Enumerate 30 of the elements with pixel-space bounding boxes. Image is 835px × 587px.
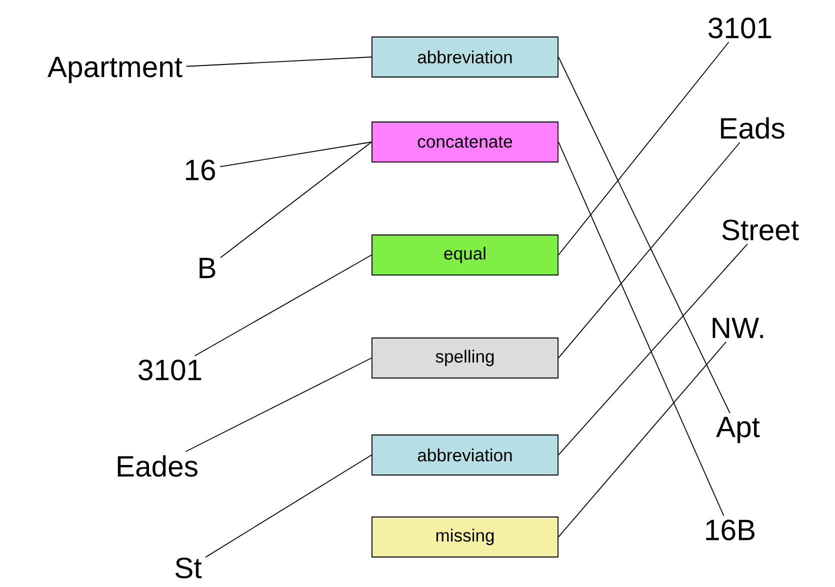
connector-line — [558, 341, 727, 538]
connector-line — [558, 142, 724, 516]
value-text: Apt — [716, 416, 760, 444]
value-text: NW. — [712, 318, 763, 338]
value-text: 16 — [186, 160, 215, 180]
value-text: Eades — [118, 455, 198, 477]
connector-line — [558, 42, 730, 256]
connector-line — [558, 244, 748, 456]
connector-line — [205, 454, 372, 558]
process-box: concatenate — [372, 122, 558, 162]
connector-line — [558, 142, 740, 358]
process-box: abbreviation — [372, 434, 558, 476]
connector-line — [220, 142, 372, 168]
connector-line — [186, 56, 372, 67]
connector-line — [194, 254, 372, 356]
process-box: equal — [372, 234, 558, 276]
value-text: 3101 — [708, 18, 772, 38]
connector-line — [220, 142, 372, 258]
value-text: 3101 — [138, 360, 202, 380]
process-box: spelling — [372, 338, 558, 378]
process-box: abbreviation — [372, 36, 558, 78]
process-box: missing — [372, 516, 558, 558]
connector-line — [558, 56, 730, 414]
value-text: Street — [722, 220, 799, 240]
value-text: B — [200, 258, 216, 278]
value-text: St — [176, 558, 202, 578]
value-text: Apartment — [48, 56, 182, 84]
value-text: Eads — [721, 117, 784, 139]
connector-line — [185, 358, 372, 452]
value-text: 16B — [706, 520, 754, 540]
